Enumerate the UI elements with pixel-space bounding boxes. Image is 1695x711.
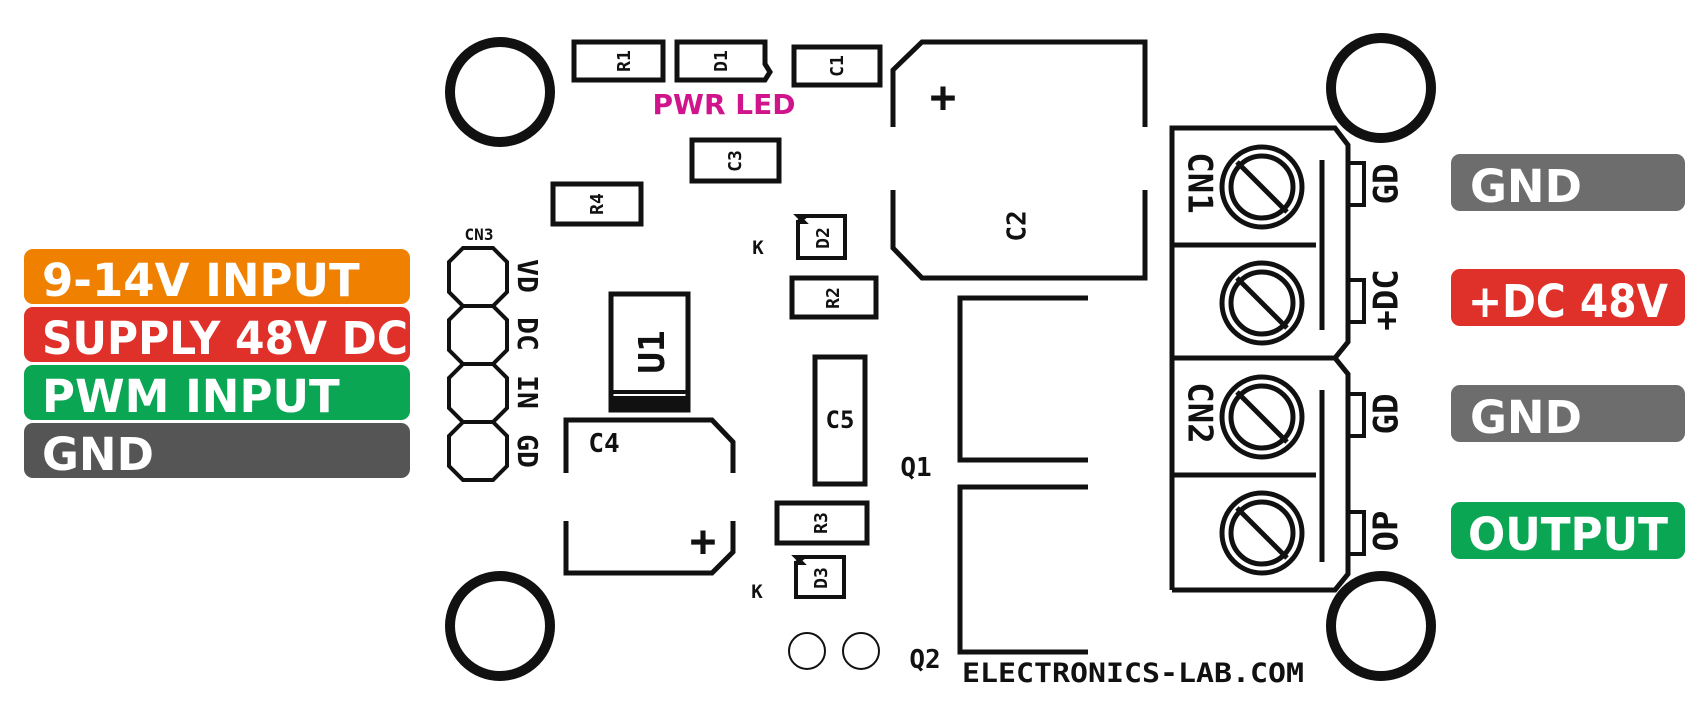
part-c5: C5 <box>812 354 868 487</box>
svg-text:C2: C2 <box>1003 210 1033 241</box>
label-gnd-left: GND <box>42 428 154 481</box>
brand-text: ELECTRONICS-LAB.COM <box>962 658 1304 689</box>
svg-text:D3: D3 <box>811 567 832 589</box>
svg-text:Q2: Q2 <box>909 645 940 675</box>
diode-k-bottom: K <box>751 581 763 603</box>
label-bg-gnd-left <box>24 423 410 478</box>
cn3-pin-dc: DC <box>511 317 544 351</box>
svg-text:D1: D1 <box>711 50 732 72</box>
transistor-q1: Q1 <box>900 295 1088 483</box>
svg-text:C5: C5 <box>826 406 855 434</box>
mounting-holes <box>445 33 1436 681</box>
part-c3: C3 <box>689 137 782 184</box>
left-labels: 9-14V INPUT SUPPLY 48V DC PWM INPUT GND <box>24 249 410 481</box>
label-supply-48v-dc: SUPPLY 48V DC <box>42 312 408 365</box>
part-d2: D2 <box>793 214 847 260</box>
pwr-led-label: PWR LED <box>653 88 796 121</box>
svg-text:R3: R3 <box>811 512 832 534</box>
label-pwm-input: PWM INPUT <box>42 370 340 423</box>
cn1-pin-gd: GD <box>1367 164 1407 205</box>
screw-terminal-icon <box>1219 374 1305 460</box>
label-bg-pwm <box>24 365 410 420</box>
part-r1: R1 <box>571 39 666 83</box>
diode-k-top: K <box>752 237 764 259</box>
svg-text:D2: D2 <box>813 227 834 249</box>
svg-text:C4: C4 <box>588 429 619 459</box>
part-r2: R2 <box>789 275 879 320</box>
screw-terminal-icon <box>1219 144 1305 230</box>
mounting-hole-top-right <box>1326 33 1436 143</box>
part-c1: C1 <box>791 44 883 88</box>
cn2-name: CN2 <box>1180 382 1220 443</box>
label-9-14v-input: 9-14V INPUT <box>42 254 360 307</box>
right-labels: GND +DC 48V GND OUTPUT <box>1451 154 1685 561</box>
cn3-pin-gd: GD <box>511 434 544 468</box>
svg-text:+: + <box>930 72 957 123</box>
cn2-pin-gd: GD <box>1367 394 1407 435</box>
svg-text:Q1: Q1 <box>900 453 931 483</box>
transistor-q2: Q2 <box>909 484 1088 675</box>
label-bg-supply <box>24 307 410 362</box>
label-output: OUTPUT <box>1468 508 1668 561</box>
cn3-pin-vd: VD <box>511 259 544 293</box>
part-r3: R3 <box>774 500 870 546</box>
label-gnd-right-2: GND <box>1470 391 1582 444</box>
part-c2: + C2 <box>890 39 1148 281</box>
mounting-hole-bottom-left <box>445 571 555 681</box>
terminal-block-cn2: CN2 GD OP <box>1169 355 1407 593</box>
label-bg-input <box>24 249 410 304</box>
test-pad-2 <box>842 632 880 670</box>
label-dc-48v: +DC 48V <box>1468 275 1668 328</box>
svg-text:R4: R4 <box>587 193 608 215</box>
label-bg-gnd-2 <box>1451 385 1685 442</box>
cn1-name: CN1 <box>1180 152 1220 213</box>
label-bg-gnd-1 <box>1451 154 1685 211</box>
mounting-hole-bottom-right <box>1326 571 1436 681</box>
label-gnd-right-1: GND <box>1470 160 1582 213</box>
part-r4: R4 <box>550 181 644 227</box>
cn2-pin-op: OP <box>1367 511 1407 552</box>
svg-text:U1: U1 <box>632 330 673 373</box>
screw-terminal-icon <box>1219 260 1305 346</box>
part-c4: C4 + <box>563 417 736 576</box>
test-pad-1 <box>788 632 826 670</box>
svg-text:CN3: CN3 <box>465 225 494 244</box>
part-u1: U1 <box>608 291 691 413</box>
cn1-pin-dc: +DC <box>1367 269 1407 330</box>
svg-text:C1: C1 <box>827 55 848 77</box>
svg-text:C3: C3 <box>725 150 746 172</box>
svg-text:+: + <box>690 516 717 567</box>
svg-text:R1: R1 <box>614 50 635 72</box>
screw-terminal-icon <box>1219 490 1305 576</box>
cn3-pin-in: IN <box>511 375 544 409</box>
part-d3: D3 <box>791 555 846 599</box>
label-bg-output <box>1451 502 1685 559</box>
part-d1: D1 <box>674 39 773 83</box>
label-bg-dc48 <box>1451 269 1685 326</box>
mounting-hole-top-left <box>445 37 555 147</box>
connector-cn3: CN3 VD DC IN GD <box>447 225 544 482</box>
svg-text:R2: R2 <box>823 287 844 309</box>
terminal-block-cn1: CN1 GD +DC <box>1169 125 1407 361</box>
